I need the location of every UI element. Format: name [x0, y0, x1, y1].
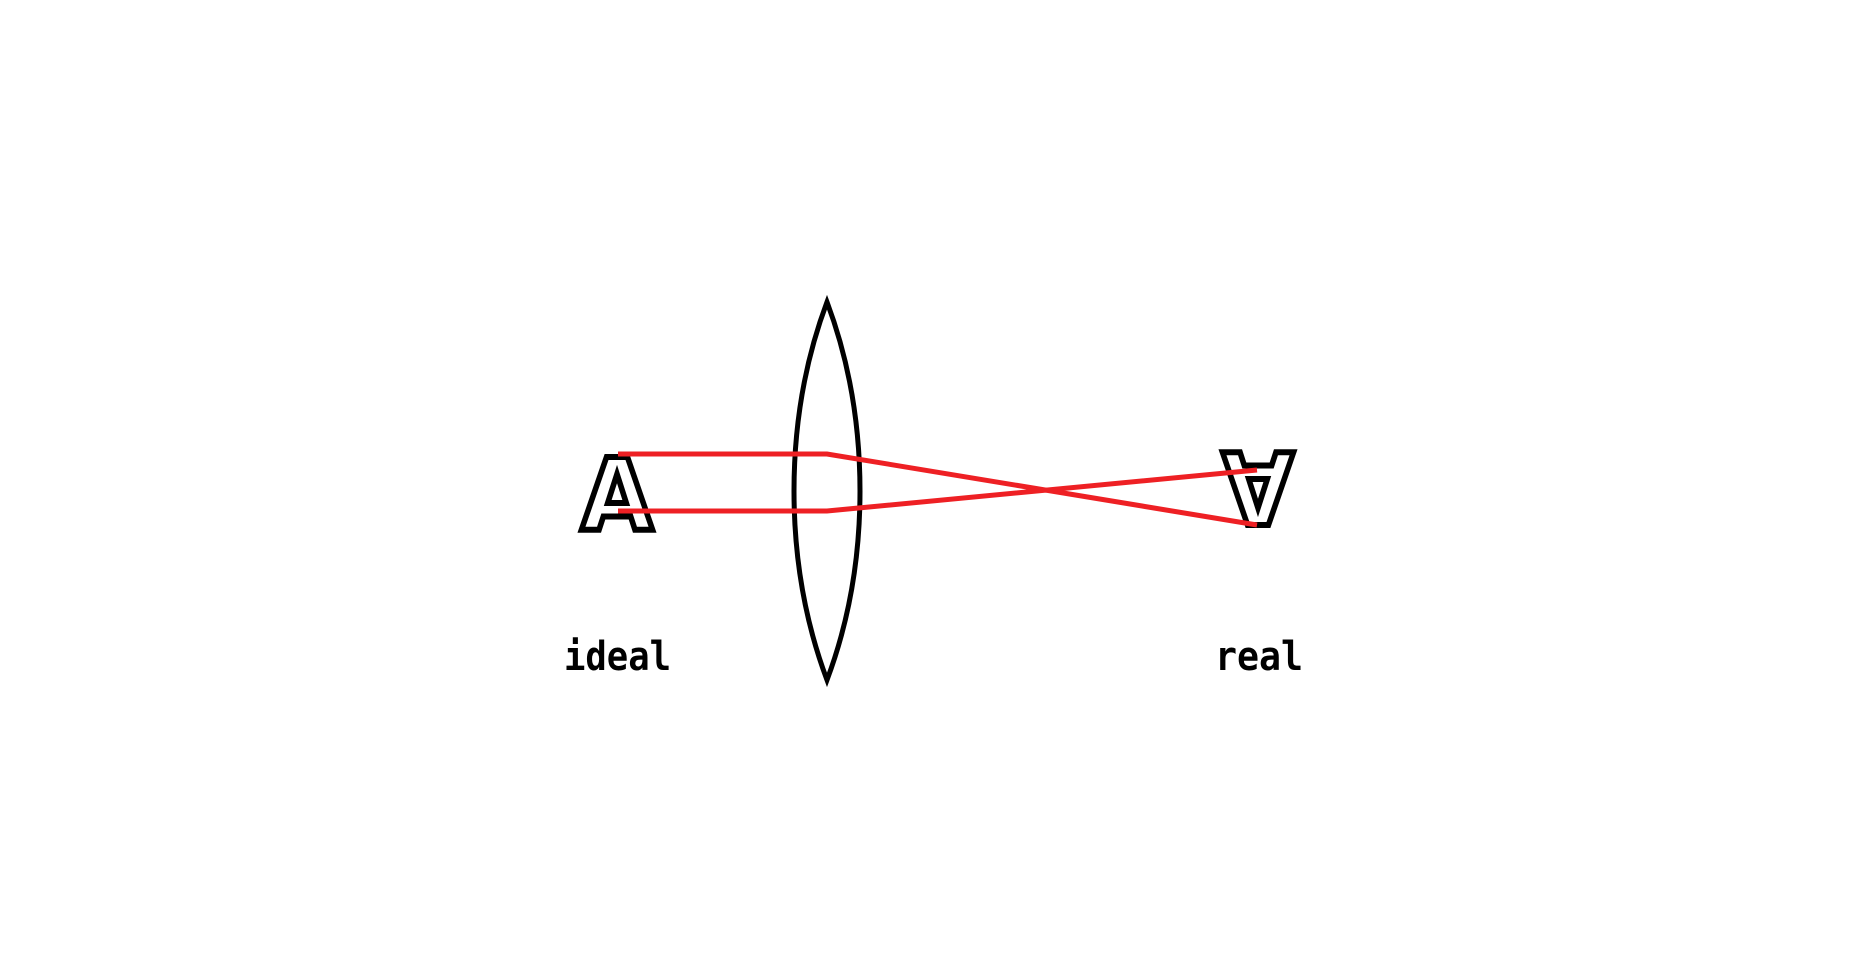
image-letter-inverted: A [1222, 428, 1294, 545]
label-ideal: ideal [564, 634, 671, 680]
label-real: real [1215, 634, 1303, 680]
ray-top [618, 451, 1258, 528]
convex-lens [791, 294, 863, 688]
ray-bottom [618, 467, 1258, 514]
